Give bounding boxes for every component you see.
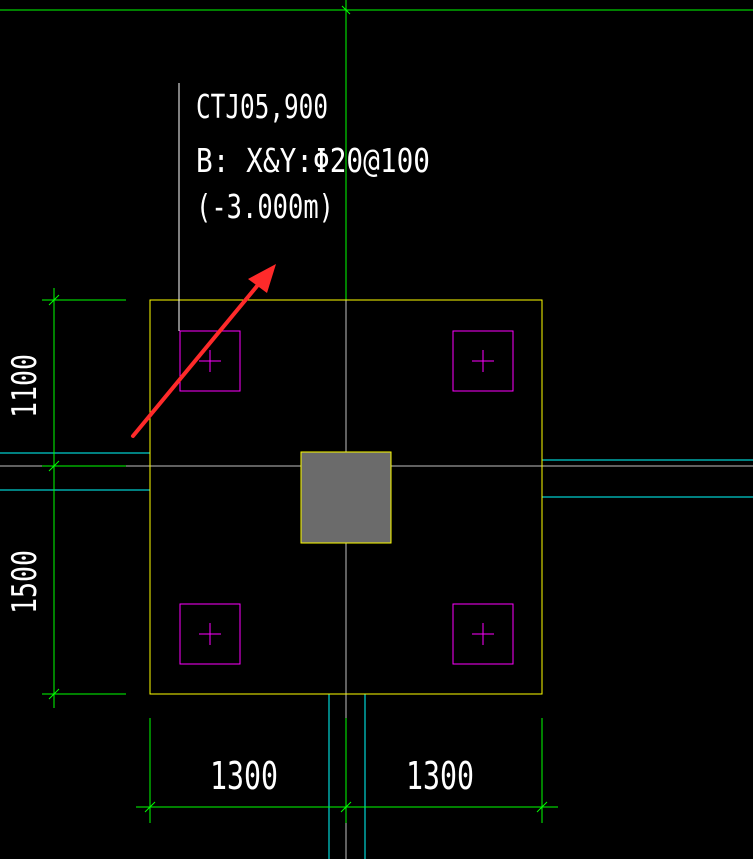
dim-label-horizontal-left: 1300 — [210, 754, 278, 798]
arrow-icon — [131, 264, 276, 438]
dim-horizontal-tick-left — [144, 801, 156, 813]
annotation-reinforcement: B: X&Y:Φ20@100 — [196, 141, 430, 180]
annotation-cap-id: CTJ05,900 — [196, 87, 328, 126]
column — [300, 451, 392, 544]
annotation-elevation: (-3.000m) — [196, 187, 334, 226]
dim-label-horizontal-right: 1300 — [406, 754, 474, 798]
dim-horizontal-tick-middle — [340, 801, 352, 813]
dim-vertical-tick-middle — [48, 460, 60, 472]
dim-vertical-tick-top — [48, 294, 60, 306]
dim-label-vertical-top: 1100 — [5, 354, 45, 418]
pile-cap-outline — [149, 299, 543, 695]
dim-vertical-tick-bottom — [48, 688, 60, 700]
dim-horizontal-tick-right — [536, 801, 548, 813]
grid-axis-tick — [341, 5, 351, 15]
dim-label-vertical-bottom: 1500 — [5, 550, 45, 614]
pile-top-right — [452, 330, 514, 392]
pile-top-left — [179, 330, 241, 392]
pile-bottom-left — [179, 603, 241, 665]
pile-bottom-right — [452, 603, 514, 665]
